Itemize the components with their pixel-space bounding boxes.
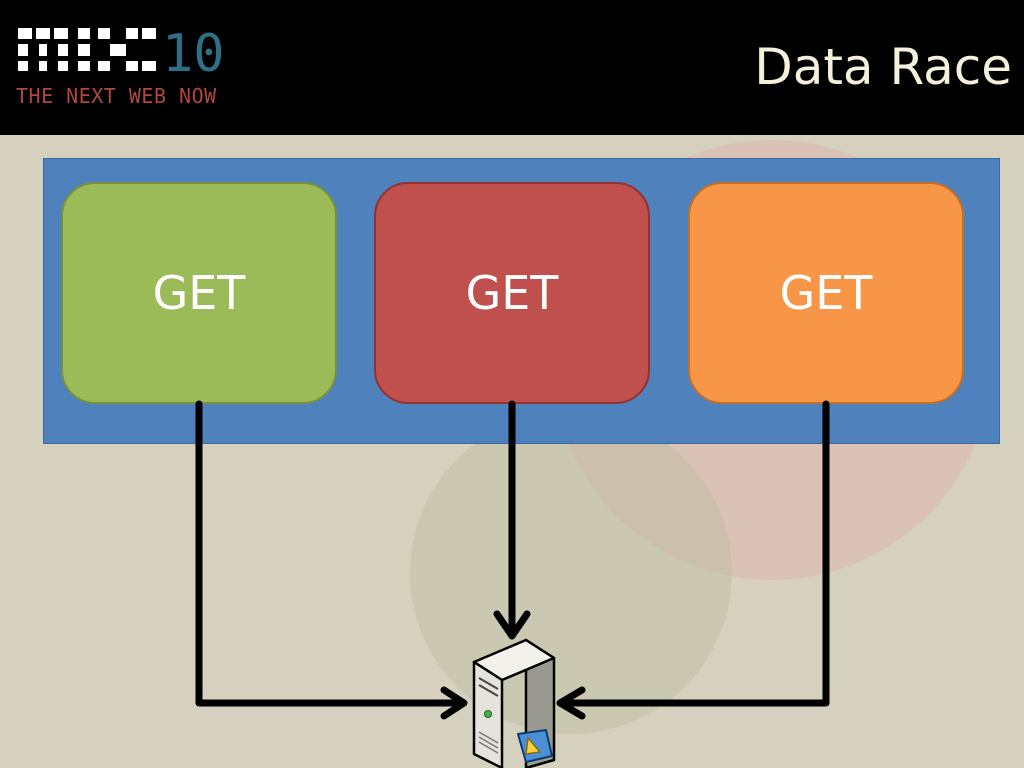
slide-header: 10 THE NEXT WEB NOW Data Race: [0, 0, 1024, 135]
server-icon: [472, 638, 556, 768]
background-circle-green: [410, 412, 732, 734]
get-request-box-green: GET: [61, 182, 337, 404]
arrowhead-left: [440, 686, 468, 720]
mix10-logo: 10: [18, 24, 225, 84]
arrowhead-right: [556, 686, 586, 720]
arrow-left: [195, 400, 466, 707]
arrowhead-center: [493, 610, 531, 640]
logo-tagline: THE NEXT WEB NOW: [16, 84, 217, 108]
get-request-box-red: GET: [374, 182, 650, 404]
slide-title: Data Race: [754, 38, 1012, 96]
arrow-right: [558, 400, 830, 707]
get-request-box-orange: GET: [688, 182, 964, 404]
svg-text:10: 10: [162, 24, 225, 84]
